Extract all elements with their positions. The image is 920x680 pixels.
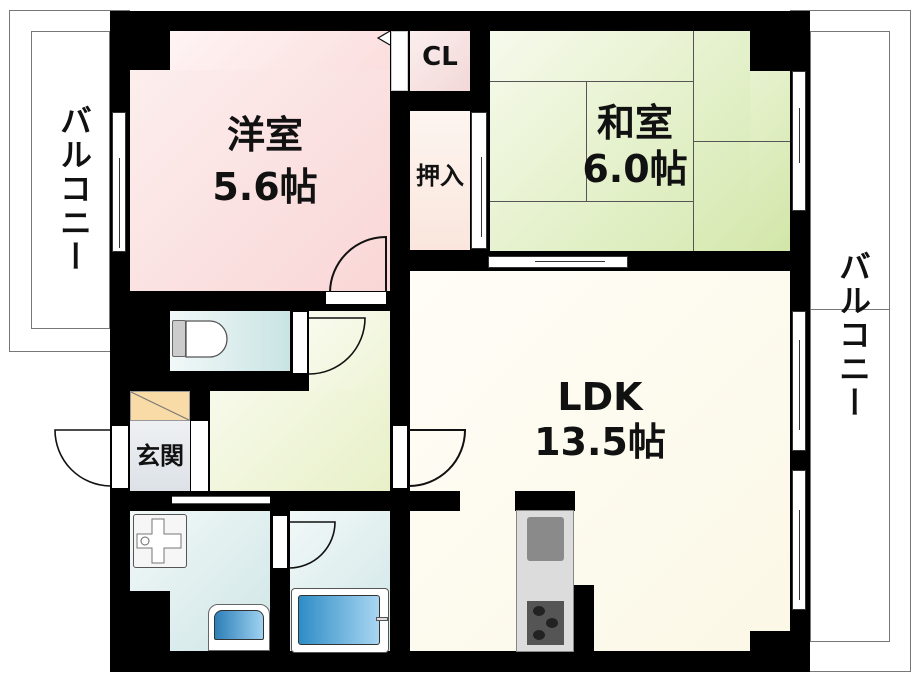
bathtub-water-icon [298, 595, 380, 645]
tatami-right-bottom [693, 141, 790, 251]
front-door-icon[interactable] [54, 424, 112, 488]
western-room-size: 5.6帖 [212, 165, 318, 209]
right-balcony-lower [810, 310, 890, 642]
right-balcony [810, 31, 890, 310]
front-door-opening [112, 426, 128, 488]
closet-door[interactable] [391, 31, 408, 91]
toilet-door-opening [293, 312, 307, 373]
ldk-size: 13.5帖 [534, 420, 666, 464]
japanese-room-sliding-door[interactable] [488, 256, 628, 268]
closet [410, 31, 470, 91]
kitchen-wall [574, 585, 594, 651]
window-sash-line [799, 510, 800, 600]
japanese-room-pillar [750, 31, 790, 71]
kitchen-sink-icon [527, 517, 564, 561]
entrance [130, 421, 190, 491]
hall-wall [390, 491, 460, 511]
washroom-corner [130, 591, 170, 651]
bathroom-door-icon[interactable] [288, 514, 338, 570]
stove-burners-icon [533, 606, 558, 640]
sliding-door-line [481, 157, 482, 237]
kitchen-backsplash [515, 491, 575, 511]
washroom-sliding-door[interactable] [172, 496, 270, 504]
left-balcony [31, 31, 110, 329]
japanese-room-size: 6.0帖 [582, 147, 688, 191]
closet-door-arrow-icon [376, 30, 391, 46]
oshiire-label: 押入 [416, 162, 464, 190]
toilet-door-icon[interactable] [308, 312, 368, 376]
entrance-label: 玄関 [136, 442, 184, 470]
oshiire-sliding-door[interactable] [471, 112, 487, 249]
right-balcony-label: バルコニー [834, 250, 872, 420]
western-room-door-icon[interactable] [325, 235, 387, 294]
entrance-step [191, 421, 208, 491]
window-sash-line [799, 108, 800, 163]
washing-machine-drain-icon [136, 518, 182, 564]
western-room-door-opening [326, 292, 386, 304]
shoe-cabinet-diagonal [130, 391, 190, 421]
window-sash-line [119, 158, 120, 248]
ldk-door-icon[interactable] [408, 424, 468, 488]
window-sash-line [799, 340, 800, 430]
ldk [410, 271, 790, 651]
tatami-left [490, 81, 587, 202]
sliding-door-line [535, 261, 605, 262]
japanese-room-name: 和室 [596, 101, 673, 145]
bath-faucet-icon [376, 617, 388, 621]
japanese-room-ext [750, 71, 790, 251]
ldk-name: LDK [557, 375, 643, 419]
closet-label: CL [422, 42, 458, 72]
tatami-top [490, 31, 694, 82]
left-balcony-label: バルコニー [55, 104, 93, 274]
western-room-name: 洋室 [226, 113, 303, 157]
wash-basin-bowl-icon [214, 610, 264, 640]
hallway [309, 311, 390, 391]
ldk-door-opening [393, 426, 407, 488]
tatami-bottom [490, 201, 694, 251]
western-room [170, 31, 390, 71]
toilet-tank-icon [172, 320, 186, 357]
hallway-lower [210, 391, 390, 491]
bathroom-door-opening [273, 516, 287, 568]
toilet-bowl-icon [185, 320, 228, 358]
ldk-corner-pillar [750, 631, 790, 651]
oshiire [410, 111, 470, 250]
